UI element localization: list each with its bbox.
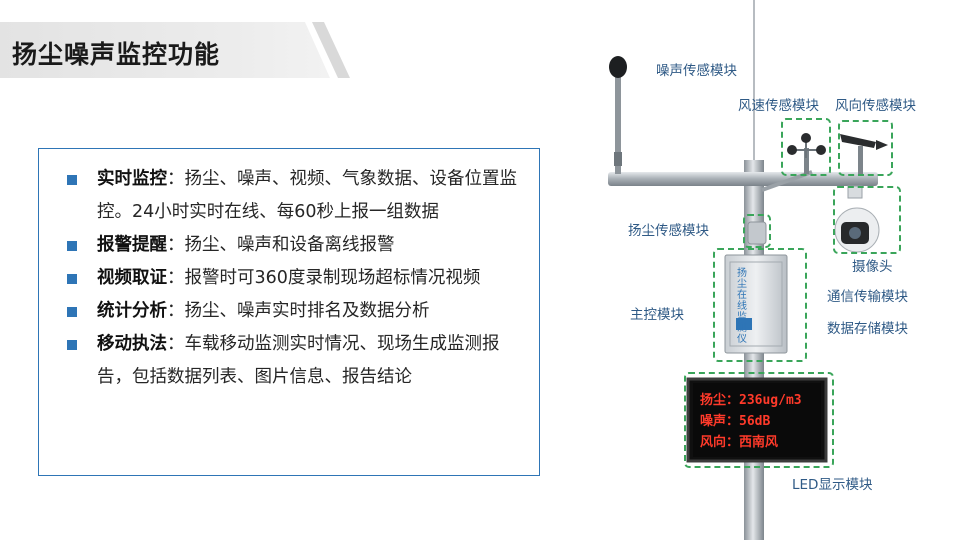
feature-separator: ： xyxy=(167,169,185,189)
camera-outline xyxy=(833,186,901,254)
feature-separator: ： xyxy=(167,268,185,288)
feature-text: 扬尘、噪声、视频、气象数据、设备位置监控。24小时实时在线、每60秒上报一组数据 xyxy=(97,169,517,222)
cabinet-logo xyxy=(736,318,752,330)
square-bullet-icon xyxy=(67,307,77,317)
cross-arm xyxy=(608,172,878,186)
wind-vane xyxy=(840,134,876,148)
monitoring-device-illustration: 扬尘在线监测仪 扬尘：236ug/m3 噪声：56dB 风向：西南风 噪声传感模… xyxy=(590,0,960,540)
wind-speed-mast xyxy=(804,148,809,174)
feature-item-alarm: 报警提醒：扬尘、噪声和设备离线报警 xyxy=(67,229,525,262)
wind-direction-mast xyxy=(858,146,863,174)
feature-text: 报警时可360度录制现场超标情况视频 xyxy=(184,268,481,288)
feature-item-stats: 统计分析：扬尘、噪声实时排名及数据分析 xyxy=(67,295,525,328)
dust-sensor-body xyxy=(747,221,767,245)
feature-title: 报警提醒 xyxy=(97,235,167,255)
feature-separator: ： xyxy=(167,334,185,354)
noise-sensor-mast xyxy=(615,70,621,174)
led-line-noise: 噪声：56dB xyxy=(700,414,771,429)
feature-title: 视频取证 xyxy=(97,268,167,288)
label-noise-sensor: 噪声传感模块 xyxy=(656,63,737,79)
feature-title: 移动执法 xyxy=(97,334,167,354)
wind-cup xyxy=(816,145,826,155)
wind-cup xyxy=(801,133,811,143)
square-bullet-icon xyxy=(67,241,77,251)
label-storage: 数据存储模块 xyxy=(827,321,908,337)
led-display-text: 扬尘：236ug/m3 噪声：56dB 风向：西南风 xyxy=(700,390,802,453)
label-main-control: 主控模块 xyxy=(630,307,684,323)
title-banner xyxy=(0,22,330,78)
label-comm: 通信传输模块 xyxy=(827,289,908,305)
wind-cup xyxy=(787,145,797,155)
feature-separator: ： xyxy=(167,235,185,255)
square-bullet-icon xyxy=(67,175,77,185)
feature-item-mobile: 移动执法：车载移动监测实时情况、现场生成监测报告，包括数据列表、图片信息、报告结… xyxy=(67,328,525,394)
square-bullet-icon xyxy=(67,340,77,350)
label-dust-sensor: 扬尘传感模块 xyxy=(628,223,709,239)
feature-text: 车载移动监测实时情况、现场生成监测报告，包括数据列表、图片信息、报告结论 xyxy=(97,334,500,387)
label-wind-speed: 风速传感模块 xyxy=(738,98,819,114)
feature-separator: ： xyxy=(167,301,185,321)
noise-sensor-head xyxy=(609,56,627,78)
device-drawing xyxy=(608,0,888,540)
feature-item-video: 视频取证：报警时可360度录制现场超标情况视频 xyxy=(67,262,525,295)
label-led: LED显示模块 xyxy=(792,477,873,493)
wind-speed-outline xyxy=(781,118,831,176)
feature-list: 实时监控：扬尘、噪声、视频、气象数据、设备位置监控。24小时实时在线、每60秒上… xyxy=(67,163,525,394)
feature-text: 扬尘、噪声和设备离线报警 xyxy=(184,235,395,255)
feature-box: 实时监控：扬尘、噪声、视频、气象数据、设备位置监控。24小时实时在线、每60秒上… xyxy=(38,148,540,476)
led-line-wind: 风向：西南风 xyxy=(700,435,779,450)
led-line-dust: 扬尘：236ug/m3 xyxy=(700,393,802,408)
feature-title: 统计分析 xyxy=(97,301,167,321)
page-title: 扬尘噪声监控功能 xyxy=(12,40,221,69)
label-wind-direction: 风向传感模块 xyxy=(835,98,916,114)
led-module-outline xyxy=(684,372,834,468)
label-camera: 摄像头 xyxy=(852,259,893,275)
wind-direction-outline xyxy=(838,120,893,176)
feature-item-realtime: 实时监控：扬尘、噪声、视频、气象数据、设备位置监控。24小时实时在线、每60秒上… xyxy=(67,163,525,229)
control-module-outline xyxy=(713,248,807,362)
cabinet-label: 扬尘在线监测仪 xyxy=(737,268,747,345)
square-bullet-icon xyxy=(67,274,77,284)
dust-sensor-outline xyxy=(743,214,771,248)
feature-title: 实时监控 xyxy=(97,169,167,189)
feature-text: 扬尘、噪声实时排名及数据分析 xyxy=(184,301,430,321)
